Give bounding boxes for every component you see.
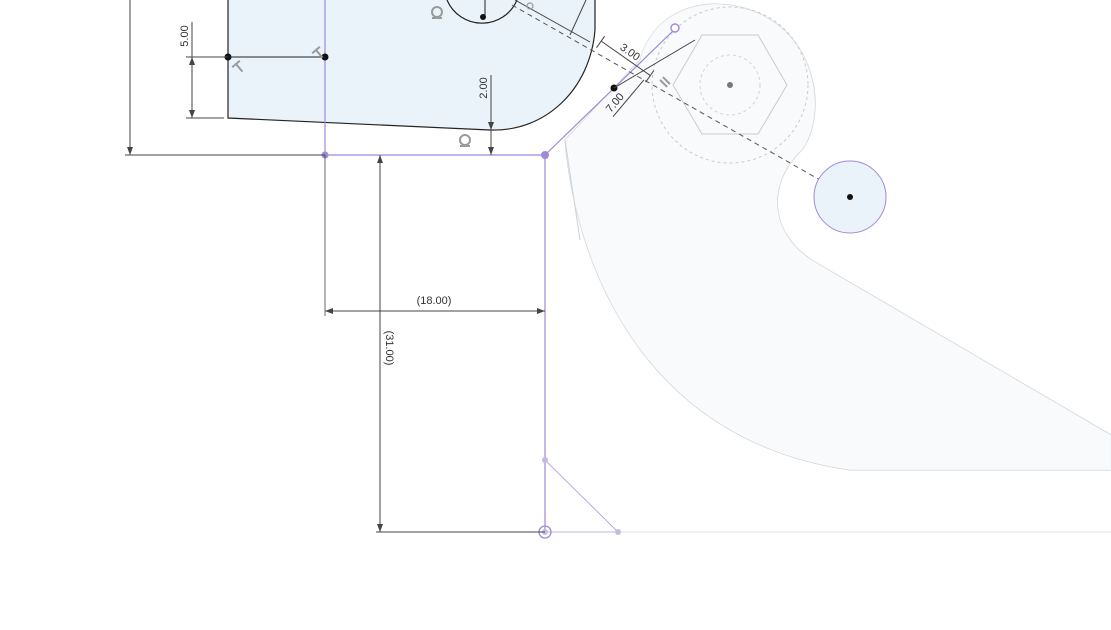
hole-center-point[interactable] xyxy=(480,14,486,20)
small-circle-center[interactable] xyxy=(847,194,853,200)
sketch-profile[interactable] xyxy=(228,0,595,131)
body-fill-region xyxy=(565,3,1111,471)
dim-18-value[interactable]: (18.00) xyxy=(417,295,452,307)
inner-slope-line[interactable] xyxy=(564,139,581,241)
dim-2-arrow-top xyxy=(488,122,494,130)
perpendicular-icon[interactable] xyxy=(231,60,246,75)
dim-31-arrow-top xyxy=(377,155,383,163)
parallel-icon[interactable] xyxy=(659,76,671,88)
dim-18-arrow-right xyxy=(537,308,545,314)
profile-outline[interactable] xyxy=(227,0,596,131)
dim-31-value[interactable]: (31.00) xyxy=(383,331,395,366)
construction-slope-lower[interactable] xyxy=(544,459,619,533)
dim-3-ext-b[interactable] xyxy=(645,70,655,83)
nut-dashed-circle[interactable] xyxy=(651,6,809,164)
dim-31-arrow-bottom xyxy=(377,524,383,532)
nut-inner-dashed-circle[interactable] xyxy=(699,54,761,116)
dim-3-ext-a[interactable] xyxy=(596,35,606,48)
dim-2-value[interactable]: 2.00 xyxy=(478,77,490,98)
dim-3-value[interactable]: 3.00 xyxy=(618,42,642,64)
dim-left-arrow xyxy=(127,147,133,155)
dim-2-arrow-bottom xyxy=(488,147,494,155)
tangent-icon[interactable] xyxy=(526,2,534,10)
coincident-icon[interactable] xyxy=(459,134,471,147)
hex-nut-outline[interactable] xyxy=(672,34,788,135)
dim-5-arrow-bottom xyxy=(189,110,195,118)
point-bottom-right[interactable] xyxy=(615,529,621,535)
point-diagonal-end[interactable] xyxy=(670,23,680,33)
construction-diagonal[interactable] xyxy=(544,27,677,156)
profile-hole-arc[interactable] xyxy=(446,0,518,24)
point-origin-right[interactable] xyxy=(541,151,549,159)
dim-5-value[interactable]: 5.00 xyxy=(179,25,191,46)
dim-18-arrow-left xyxy=(325,308,333,314)
dim-3-line[interactable] xyxy=(600,40,651,76)
coincident-icon[interactable] xyxy=(431,6,443,19)
profile-leader-arrow[interactable] xyxy=(569,0,587,36)
nut-center-point[interactable] xyxy=(727,82,733,88)
center-line-dashed[interactable] xyxy=(511,4,851,198)
point-vertical-mid[interactable] xyxy=(542,457,548,463)
perpendicular-icon[interactable] xyxy=(311,46,326,61)
dim-5-arrow-top xyxy=(189,57,195,65)
dim-7-line[interactable] xyxy=(612,79,645,118)
dim-7-ext[interactable] xyxy=(613,39,696,89)
